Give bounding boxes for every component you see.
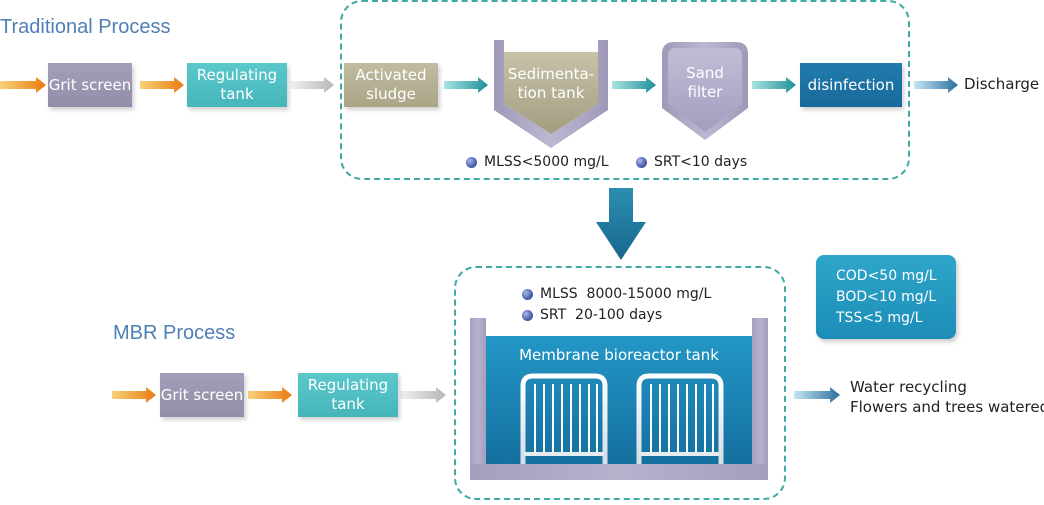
blue-arrow-icon	[914, 77, 958, 93]
traditional-mlss-param: MLSS<5000 mg/L	[466, 154, 609, 170]
disinfection-label: disinfection	[807, 75, 895, 94]
mbr-srt-param: SRT 20-100 days	[522, 307, 662, 323]
discharge-label: Discharge	[964, 75, 1040, 93]
mbr-mlss-param: MLSS 8000-15000 mg/L	[522, 286, 711, 302]
mbr-process-title: MBR Process	[113, 322, 236, 344]
tss-value: TSS<5 mg/L	[836, 309, 923, 326]
activated-sludge-label-line2: sludge	[366, 85, 416, 103]
effluent-quality-box: COD<50 mg/L BOD<10 mg/L TSS<5 mg/L	[816, 255, 956, 339]
water-recycling-label: Water recycling	[850, 378, 967, 396]
blue-arrow-icon	[794, 387, 840, 403]
bullet-dot-icon	[636, 156, 647, 168]
mbr-grit-screen-label: Grit screen	[160, 385, 244, 404]
sand-filter-label: Sand filter	[668, 63, 742, 103]
sedimentation-tank-label: Sedimenta- tion tank	[505, 64, 597, 104]
cod-value: COD<50 mg/L	[836, 267, 937, 284]
tank-right-wall	[752, 318, 768, 480]
mbr-outputs: Water recycling Flowers and trees watere…	[850, 377, 1044, 417]
grit-screen-box: Grit screen	[48, 63, 132, 107]
mbr-regulating-tank-label-line1: Regulating	[307, 376, 389, 394]
membrane-module-icon	[520, 373, 608, 464]
bullet-dot-icon	[466, 156, 477, 168]
traditional-srt-text: SRT<10 days	[654, 154, 748, 170]
orange-arrow-icon	[140, 77, 184, 93]
tank-water	[486, 336, 752, 464]
mbr-dashed-frame	[454, 266, 786, 500]
mbr-grit-screen-box: Grit screen	[160, 373, 244, 417]
sand-filter-label-line1: Sand	[686, 64, 724, 82]
orange-arrow-icon	[0, 77, 46, 93]
mbr-regulating-tank-label-line2: tank	[331, 395, 365, 413]
grit-screen-label: Grit screen	[48, 75, 132, 94]
regulating-tank-label-line2: tank	[220, 85, 254, 103]
teal-arrow-icon	[612, 77, 656, 93]
membrane-module-icon	[636, 373, 724, 464]
orange-arrow-icon	[248, 387, 292, 403]
grey-arrow-icon	[400, 387, 446, 403]
traditional-process-title: Traditional Process	[0, 16, 171, 38]
orange-arrow-icon	[112, 387, 156, 403]
mbr-srt-text: SRT 20-100 days	[540, 307, 663, 323]
sand-filter-shape	[662, 42, 748, 140]
tank-left-wall	[470, 318, 486, 480]
bullet-dot-icon	[522, 309, 533, 321]
down-arrow-icon	[596, 188, 646, 260]
disinfection-box: disinfection	[800, 63, 902, 107]
traditional-mlss-text: MLSS<5000 mg/L	[484, 154, 609, 170]
sedimentation-tank-label-line1: Sedimenta-	[507, 65, 595, 83]
bullet-dot-icon	[522, 288, 533, 300]
activated-sludge-box: Activated sludge	[344, 63, 438, 107]
activated-sludge-label-line1: Activated	[355, 66, 427, 84]
bod-value: BOD<10 mg/L	[836, 288, 937, 305]
traditional-srt-param: SRT<10 days	[636, 154, 747, 170]
flowers-trees-label: Flowers and trees watered	[850, 398, 1044, 416]
membrane-bioreactor-tank-label: Membrane bioreactor tank	[519, 346, 719, 364]
grey-arrow-icon	[290, 77, 334, 93]
mbr-regulating-tank-box: Regulating tank	[298, 373, 398, 417]
teal-arrow-icon	[752, 77, 796, 93]
traditional-dashed-frame	[340, 0, 910, 180]
sand-filter-label-line2: filter	[687, 83, 723, 101]
mbr-mlss-text: MLSS 8000-15000 mg/L	[540, 286, 712, 302]
tank-bottom-wall	[470, 464, 768, 480]
sedimentation-tank-shape	[494, 40, 608, 148]
regulating-tank-box: Regulating tank	[187, 63, 287, 107]
sedimentation-tank-label-line2: tion tank	[517, 84, 585, 102]
teal-arrow-icon	[444, 77, 488, 93]
regulating-tank-label-line1: Regulating	[196, 66, 278, 84]
